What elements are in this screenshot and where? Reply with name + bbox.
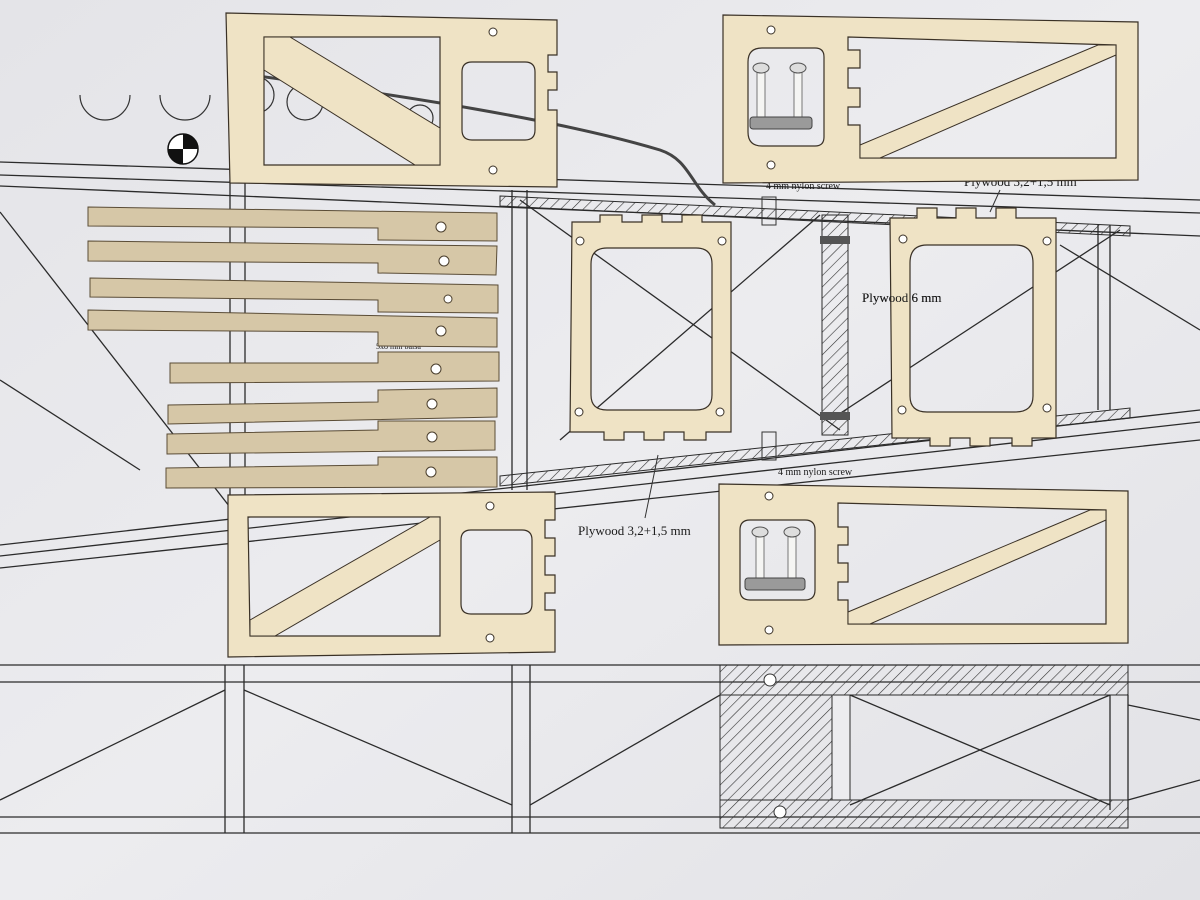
label-nylon-screw-bottom: 4 mm nylon screw bbox=[778, 467, 853, 478]
side-frame-top-right bbox=[722, 14, 1139, 184]
strip-4 bbox=[87, 309, 498, 348]
former-mark-top bbox=[820, 236, 850, 244]
balsa-strips bbox=[87, 206, 500, 489]
nylon-screws-bottom bbox=[744, 526, 806, 591]
strip-1 bbox=[87, 206, 498, 242]
hatched-side-block bbox=[719, 694, 833, 801]
nylon-screws-top bbox=[749, 62, 813, 130]
label-plywood-center: Plywood 3,2+1,5 mm bbox=[578, 523, 691, 538]
side-upright bbox=[831, 694, 851, 801]
strip-6 bbox=[167, 387, 498, 425]
former-frame-center bbox=[569, 214, 732, 441]
strip-3 bbox=[89, 277, 499, 314]
strip-8 bbox=[165, 456, 498, 489]
strip-7 bbox=[166, 420, 496, 455]
leader-top-right bbox=[989, 189, 1001, 213]
strip-5 bbox=[169, 351, 500, 384]
side-frame-bottom-right bbox=[718, 483, 1129, 646]
side-frame-top-left bbox=[225, 12, 558, 188]
former-mark-bottom bbox=[820, 412, 850, 420]
strip-2 bbox=[87, 240, 498, 276]
former-frame-right bbox=[889, 207, 1057, 447]
side-screw-top bbox=[763, 673, 777, 687]
screw-marker-bottom bbox=[761, 431, 777, 461]
screw-marker-top bbox=[761, 196, 777, 226]
strip-holes bbox=[425, 221, 453, 478]
side-screw-bottom bbox=[773, 805, 787, 819]
hatched-side-top bbox=[719, 664, 1129, 696]
leader-center bbox=[644, 454, 659, 519]
label-nylon-screw-top: 4 mm nylon screw bbox=[766, 181, 841, 192]
hatched-side-bottom bbox=[719, 799, 1129, 829]
cg-symbol-icon bbox=[167, 133, 199, 165]
label-plywood-6mm-overlay: Plywood 6 mm bbox=[862, 290, 941, 305]
hatched-former bbox=[821, 214, 849, 436]
side-frame-bottom-left bbox=[227, 491, 556, 658]
